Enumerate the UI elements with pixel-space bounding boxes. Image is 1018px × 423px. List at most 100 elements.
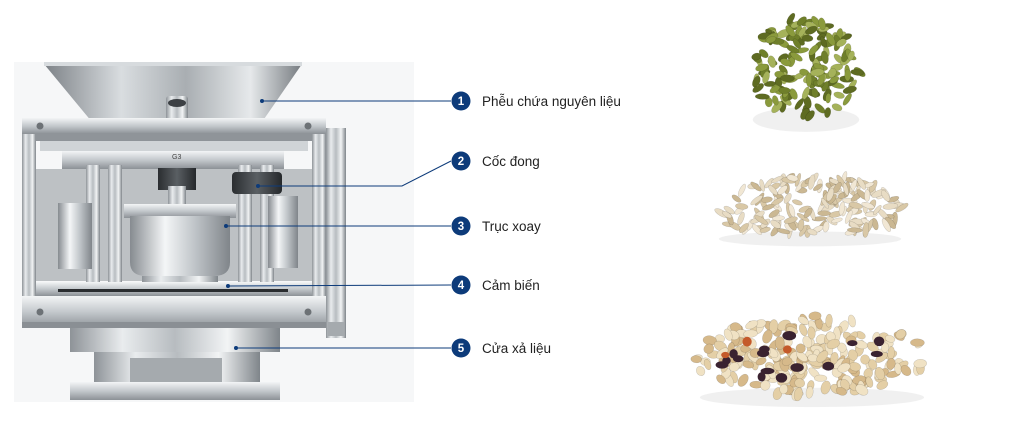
sunflower-seed <box>771 175 784 184</box>
sunflower-seed <box>821 197 829 209</box>
oat-flake <box>805 385 814 399</box>
bolt <box>304 308 312 316</box>
pumpkin-seed <box>751 52 762 61</box>
dried-fruit-piece <box>760 367 775 375</box>
oat-flake <box>768 319 779 334</box>
oat-flake <box>802 335 813 349</box>
pumpkin-seed <box>763 80 776 87</box>
oat-flake <box>855 384 869 396</box>
pumpkin-seeds-pile <box>751 12 866 132</box>
sunflower-seed <box>848 201 863 210</box>
dried-fruit-piece <box>782 331 797 341</box>
oat-flake <box>900 365 912 376</box>
machine-marking: G3 <box>172 154 181 161</box>
oat-flake <box>793 387 803 402</box>
oat-flake <box>723 328 733 341</box>
pumpkin-seed <box>811 87 819 98</box>
oat-flake <box>874 366 885 381</box>
pumpkin-seed <box>825 32 836 46</box>
sunflower-seed <box>737 211 745 226</box>
sunflower-seed <box>721 210 733 219</box>
dried-fruit-piece <box>783 345 792 354</box>
sunflower-seed <box>750 195 763 206</box>
sunflower-seed <box>731 194 742 203</box>
pumpkin-seed <box>785 25 796 37</box>
measuring-cup-actuator <box>232 172 282 194</box>
sunflower-seed <box>737 183 746 197</box>
pumpkin-seed <box>850 69 865 76</box>
sunflower-seed <box>817 210 832 217</box>
oat-flake <box>837 362 851 373</box>
oat-flake <box>762 329 773 344</box>
sunflower-seed <box>831 217 843 224</box>
part-label: Cửa xả liệu <box>482 341 551 356</box>
oat-flake <box>794 378 806 388</box>
dried-fruit-piece <box>790 363 804 372</box>
sunflower-seed <box>844 209 853 224</box>
oat-flake <box>881 342 890 353</box>
sunflower-seed <box>812 183 823 192</box>
sunflower-seed <box>881 218 891 232</box>
oat-flake <box>816 350 829 363</box>
oat-flake <box>781 357 793 366</box>
oat-flake <box>913 359 927 369</box>
oat-flake <box>807 326 816 340</box>
badge-number: 4 <box>458 280 465 292</box>
sunflower-seed <box>797 218 805 232</box>
pumpkin-seed <box>842 93 852 106</box>
pumpkin-seed <box>778 87 791 94</box>
pumpkin-seed <box>754 93 770 100</box>
pumpkin-seed <box>825 92 832 104</box>
bolt <box>36 122 44 130</box>
oat-flake <box>755 357 767 366</box>
sunflower-seed <box>806 228 818 236</box>
left-frame-column <box>22 134 36 328</box>
sunflower-seed <box>760 196 773 203</box>
pumpkin-seed <box>808 44 819 56</box>
sunflower-seed <box>864 189 871 202</box>
leader-dot <box>224 224 228 228</box>
sunflower-seed <box>735 203 749 210</box>
oat-flake <box>795 343 806 354</box>
sunflower-seed <box>777 185 788 195</box>
dried-fruit-piece <box>759 345 770 353</box>
sunflower-seed <box>788 204 796 218</box>
badge-number: 3 <box>458 221 464 233</box>
oat-flake <box>743 329 758 338</box>
sunflower-seed <box>783 216 798 224</box>
sunflower-seed <box>847 227 863 233</box>
sunflower-seed <box>822 221 830 233</box>
pumpkin-seed <box>831 103 843 112</box>
pumpkin-seed <box>805 25 818 35</box>
pumpkin-seed <box>842 85 857 94</box>
dried-fruit-piece <box>721 351 730 359</box>
oat-flake <box>910 338 925 347</box>
leader-line <box>227 284 452 287</box>
right-frame-column <box>312 134 326 328</box>
number-badge <box>451 216 471 236</box>
oat-flake <box>825 313 833 328</box>
sunflower-seed <box>768 209 780 219</box>
sunflower-seed <box>783 193 792 204</box>
pile-shadow <box>699 387 925 408</box>
dried-fruit-piece <box>847 340 858 347</box>
sunflower-seed <box>764 177 774 189</box>
oat-flake <box>835 386 847 396</box>
sunflower-seed <box>862 222 870 238</box>
oat-flake <box>760 380 771 391</box>
pumpkin-seed <box>752 75 761 88</box>
sunflower-seed <box>739 223 749 233</box>
part-label: Trục xoay <box>482 219 541 234</box>
part-label: Cốc đong <box>482 154 540 169</box>
right-outer-column <box>326 128 346 338</box>
sunflower-seed <box>750 181 762 192</box>
sunflower-seed <box>791 199 803 206</box>
oat-flake <box>728 362 740 372</box>
pumpkin-seed <box>765 36 777 44</box>
oat-flake <box>737 373 749 387</box>
pumpkin-seed <box>796 16 807 26</box>
oat-flake <box>895 329 907 340</box>
measuring-cup <box>130 216 230 276</box>
